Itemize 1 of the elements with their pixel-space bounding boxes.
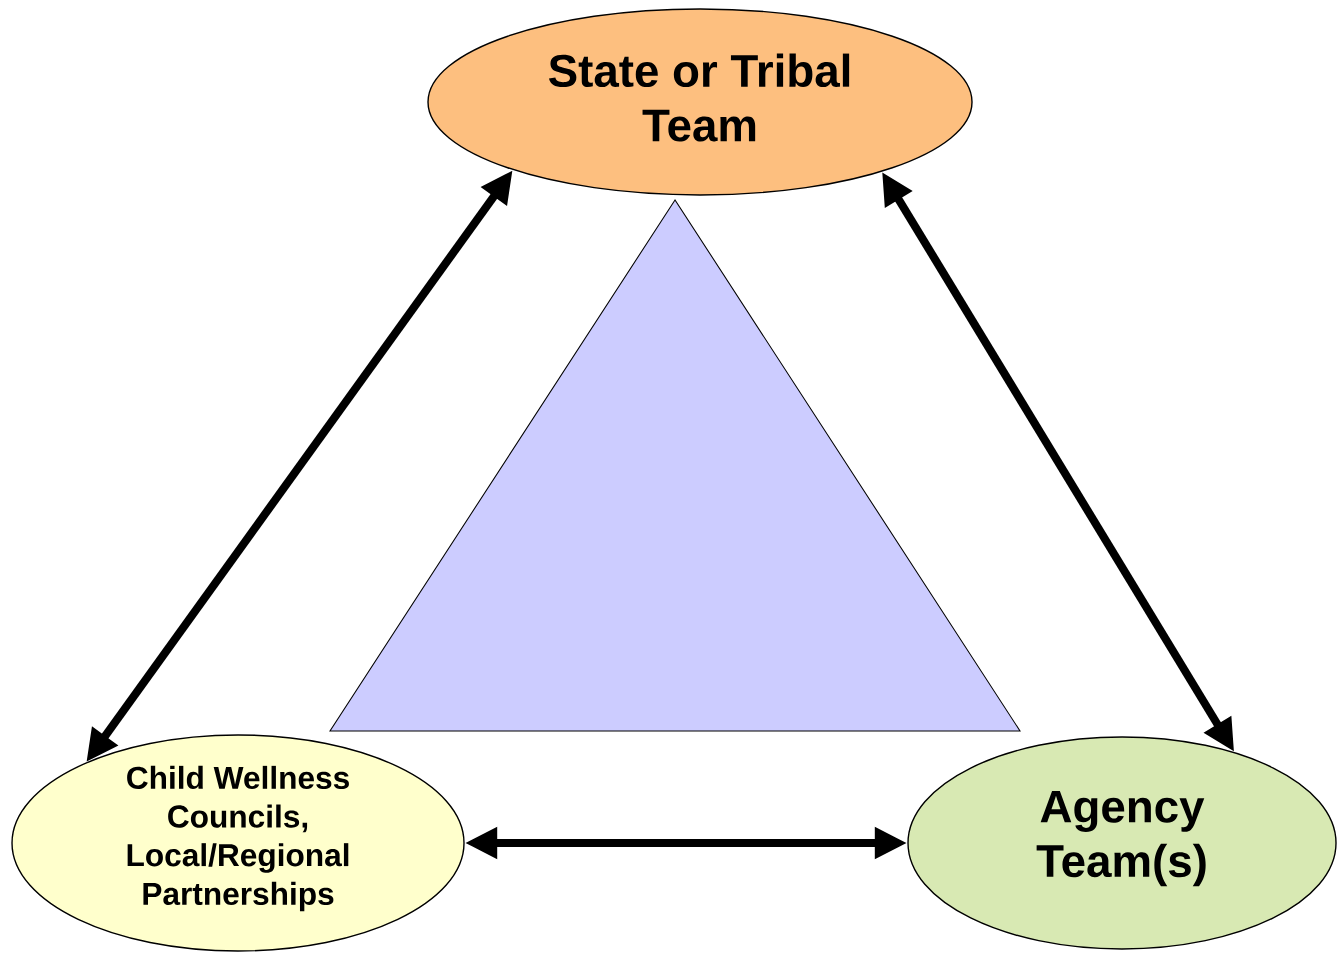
triangle — [329, 199, 1021, 732]
